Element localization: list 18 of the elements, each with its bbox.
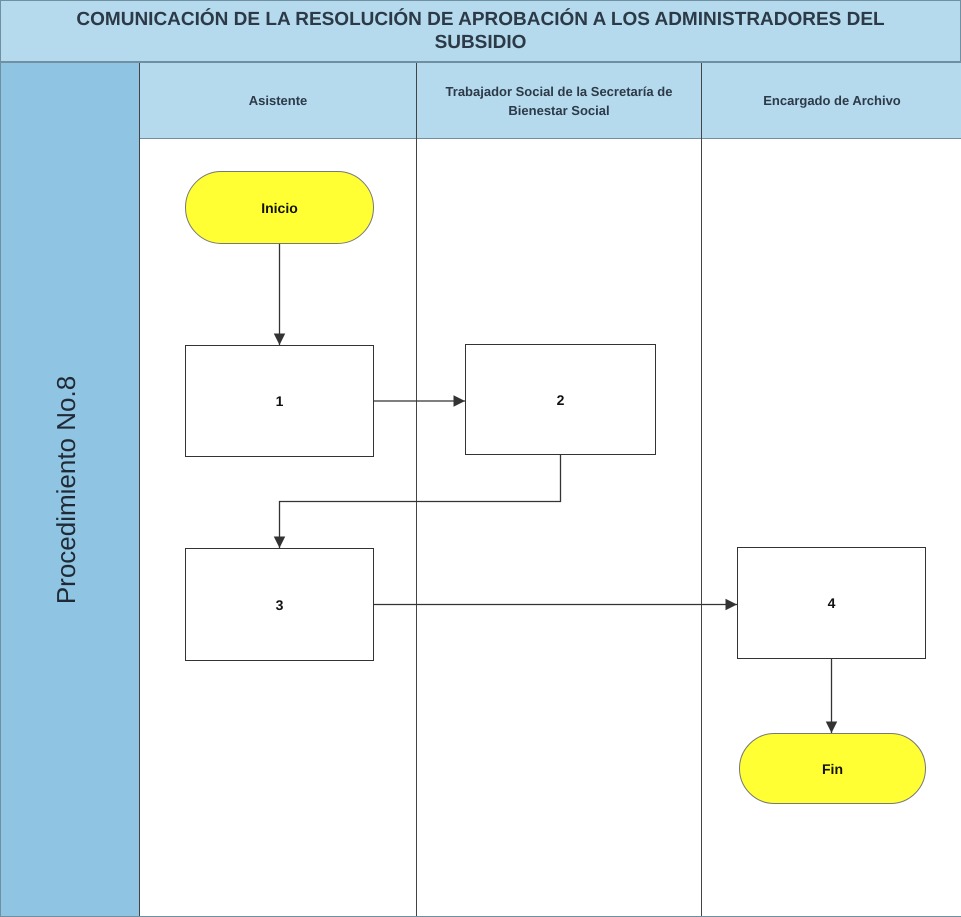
arrow	[374, 598, 737, 610]
lane-header: Encargado de Archivo	[702, 63, 961, 139]
lane-header: Asistente	[140, 63, 416, 139]
pool-band	[0, 62, 961, 917]
process-box: 4	[737, 547, 926, 659]
arrow	[374, 395, 465, 407]
swimlane	[139, 63, 416, 916]
process-box: 1	[185, 345, 374, 457]
process-box: 3	[185, 548, 374, 661]
swimlane	[701, 63, 961, 916]
title-banner: COMUNICACIÓN DE LA RESOLUCIÓN DE APROBACIÓN A LOS ADMINISTRADORES DEL SUBSIDIO	[0, 0, 961, 62]
arrow	[826, 659, 838, 733]
pool-label: Procedimiento No.8	[51, 375, 82, 604]
lane-header: Trabajador Social de la Secretaría de Bienestar Social	[417, 63, 701, 139]
arrow	[274, 455, 562, 548]
swimlane	[416, 63, 701, 916]
process-box: 2	[465, 344, 656, 455]
arrow	[274, 244, 286, 345]
